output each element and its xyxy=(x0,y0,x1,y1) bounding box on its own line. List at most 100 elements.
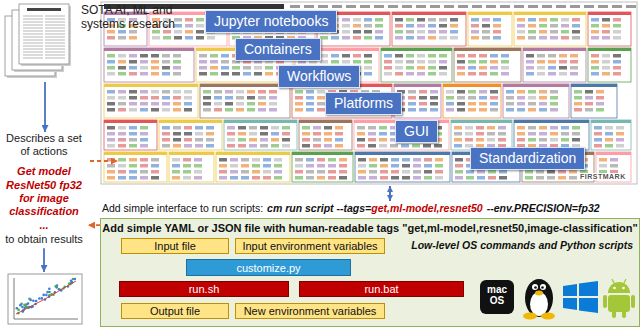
output-box: New environment variables xyxy=(235,303,385,319)
landscape-logo xyxy=(528,24,536,28)
landscape-logo xyxy=(539,132,547,136)
landscape-background xyxy=(101,2,637,184)
node-text: SOTA AI, ML and systems research xyxy=(81,3,190,32)
landscape-logo xyxy=(493,30,501,34)
landscape-logo xyxy=(203,102,211,106)
landscape-logo xyxy=(306,108,314,112)
landscape-logo xyxy=(457,96,465,100)
landscape-logo xyxy=(539,102,547,106)
node-text: Jupyter notebooks xyxy=(214,13,328,30)
landscape-logo xyxy=(537,72,545,76)
landscape-logo xyxy=(249,144,257,148)
landscape-logo xyxy=(320,54,328,58)
landscape-logo xyxy=(423,144,431,148)
landscape-logo xyxy=(342,36,350,40)
paper-text-line xyxy=(23,49,43,50)
landscape-header-mark xyxy=(486,5,496,8)
paper-text-line xyxy=(23,16,43,17)
landscape-logo xyxy=(561,24,569,28)
paper-text-line xyxy=(23,37,43,38)
landscape-logo xyxy=(457,90,465,94)
command-keyword: cm run script --tags= xyxy=(267,202,371,214)
landscape-logo xyxy=(585,108,593,112)
landscape-logo xyxy=(375,18,383,22)
landscape-logo xyxy=(457,108,465,112)
landscape-logo xyxy=(339,158,347,162)
landscape-logo xyxy=(476,126,484,130)
landscape-logo xyxy=(129,170,137,174)
landscape-logo xyxy=(468,90,476,94)
landscape-logo xyxy=(537,66,545,70)
landscape-logo xyxy=(317,102,325,106)
landscape-logo xyxy=(477,170,485,174)
landscape-logo xyxy=(260,126,268,130)
landscape-logo xyxy=(610,158,618,162)
landscape-logo xyxy=(118,102,126,106)
landscape-logo xyxy=(574,96,582,100)
landscape-logo xyxy=(364,30,372,34)
landscape-logo xyxy=(408,102,416,106)
landscape-logo xyxy=(517,90,525,94)
landscape-logo xyxy=(342,54,350,58)
landscape-logo xyxy=(282,138,290,142)
node-text: Input environment variables xyxy=(242,240,377,252)
landscape-section xyxy=(451,120,512,150)
tool-category-box: Platforms xyxy=(325,92,402,115)
landscape-logo xyxy=(401,144,409,148)
landscape-logo xyxy=(468,96,476,100)
landscape-logo xyxy=(498,126,506,130)
android-eye xyxy=(622,287,625,290)
landscape-section xyxy=(503,84,569,118)
landscape-logo xyxy=(572,18,580,22)
landscape-logo xyxy=(482,24,490,28)
landscape-header-mark xyxy=(430,5,440,8)
landscape-header-mark xyxy=(290,5,300,8)
landscape-logo xyxy=(324,132,332,136)
landscape-logo xyxy=(602,30,610,34)
landscape-logo xyxy=(570,66,578,70)
landscape-logo xyxy=(207,36,215,40)
landscape-logo xyxy=(602,66,610,70)
landscape-logo xyxy=(561,138,569,142)
landscape-logo xyxy=(550,24,558,28)
landscape-logo xyxy=(269,108,277,112)
landscape-logo xyxy=(317,108,325,112)
landscape-logo xyxy=(454,126,462,130)
landscape-logo xyxy=(572,126,580,130)
landscape-logo xyxy=(434,144,442,148)
landscape-logo xyxy=(402,170,410,174)
landscape-section-header xyxy=(381,48,452,51)
node-text: Standardization xyxy=(479,150,576,167)
landscape-logo xyxy=(195,132,203,136)
landscape-logo xyxy=(172,170,180,174)
landscape-logo xyxy=(550,18,558,22)
landscape-logo xyxy=(479,66,487,70)
landscape-logo xyxy=(384,66,392,70)
landscape-logo xyxy=(517,18,525,22)
landscape-logo xyxy=(184,132,192,136)
landscape-logo xyxy=(210,66,218,70)
landscape-section xyxy=(591,120,631,150)
landscape-logo xyxy=(446,102,454,106)
landscape-logo xyxy=(526,60,534,64)
landscape-logo xyxy=(271,138,279,142)
landscape-logo xyxy=(306,158,314,162)
linux-beak xyxy=(535,291,543,296)
landscape-logo xyxy=(468,66,476,70)
landscape-logo xyxy=(241,158,249,162)
landscape-section xyxy=(381,48,452,82)
landscape-logo xyxy=(260,138,268,142)
landscape-logo xyxy=(439,18,447,22)
paper-text-line xyxy=(45,22,65,23)
landscape-logo xyxy=(395,18,403,22)
chart-dot xyxy=(42,294,45,297)
landscape-logo xyxy=(196,24,204,28)
landscape-logo xyxy=(214,108,222,112)
landscape-logo xyxy=(252,158,260,162)
landscape-logo xyxy=(375,30,383,34)
landscape-logo xyxy=(335,126,343,130)
landscape-logo xyxy=(162,90,170,94)
landscape-logo xyxy=(194,176,202,180)
landscape-logo xyxy=(206,138,214,142)
input-box: Input environment variables xyxy=(235,238,385,254)
